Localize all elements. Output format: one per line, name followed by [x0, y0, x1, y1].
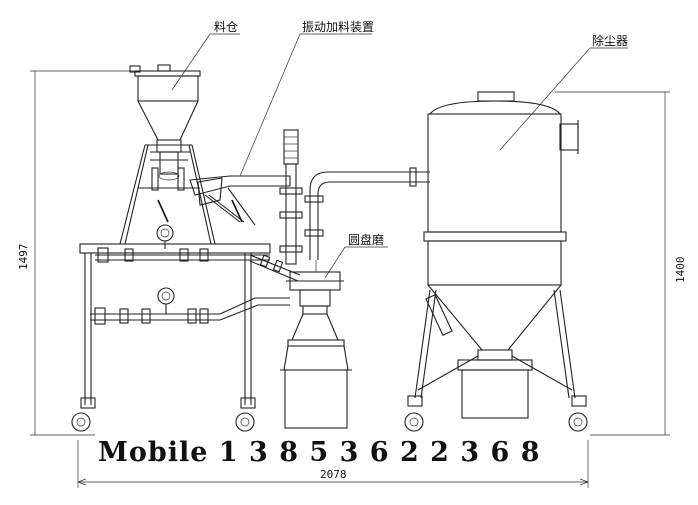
label-hopper: 料仓 [214, 20, 238, 34]
label-dust-collector: 除尘器 [592, 33, 628, 48]
hopper-frame [119, 144, 216, 245]
dimension-lines [30, 70, 670, 488]
vibrating-feeder [157, 175, 291, 226]
leader-lines [171, 33, 628, 279]
dim-total-height: 1497 [17, 244, 30, 271]
table-frame [79, 224, 301, 405]
disc-mill [280, 260, 352, 429]
pipe-column [279, 129, 430, 265]
dim-collector-height: 1400 [674, 257, 687, 284]
label-vibrating-feeder: 振动加料装置 [302, 20, 374, 34]
hopper [129, 64, 201, 181]
dim-total-width: 2078 [320, 468, 347, 481]
caster-wheels [71, 395, 588, 432]
label-disc-mill: 圆盘磨 [348, 232, 384, 247]
dust-collector [414, 91, 579, 419]
watermark-text: Mobile 1 3 8 5 3 6 2 2 3 6 8 [98, 437, 541, 468]
